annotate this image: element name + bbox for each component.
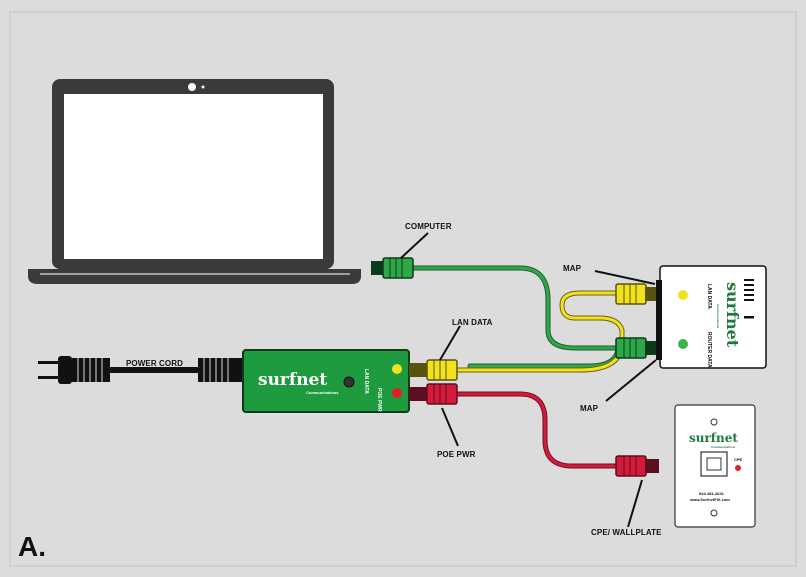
splitter-brand: surfnet [723,282,742,348]
splitter-box [656,265,767,369]
label-cpe-wallplate: CPE/ WALLPLATE [591,528,662,537]
splitter-led-green [678,339,688,349]
leader-map-bottom [605,359,657,402]
panel-letter: A. [18,531,46,562]
label-poe-pwr: POE PWR [437,450,476,459]
splitter-sub: Communications [716,304,720,329]
wallplate [674,404,756,528]
injector-sub: Communications [306,390,339,395]
connector-injector-lan [409,359,458,381]
leader-lines [400,232,657,528]
label-power-cord: POWER CORD [126,359,183,368]
red-cable [456,392,620,468]
label-computer: COMPUTER [405,222,452,231]
splitter-jack-strip [656,280,662,360]
plug-prong-bottom [38,376,60,379]
laptop-screen [64,94,323,259]
connector-computer [371,257,414,279]
yellow-cable [453,291,624,372]
leader-map-top [594,270,656,285]
injector-led-yellow [392,364,402,374]
wallplate-jack [700,451,728,477]
wallplate-port: CPE [734,457,743,462]
plug-ridge-lines [77,358,103,382]
plug-prong-top [38,361,60,364]
injector-brand: surfnet [258,370,328,390]
laptop-camera-light [201,85,205,89]
splitter-port-bottom: ROUTER DATA [706,332,712,368]
laptop-base [28,269,361,284]
poe-injector [242,349,410,413]
wallplate-sub: Communications [711,445,736,449]
splitter-led-yellow [678,290,688,300]
laptop-camera [188,83,196,91]
injector-port-bottom: POE PWR [376,388,382,412]
laptop [28,79,361,284]
wallplate-screw-top [710,418,718,426]
green-cable [410,266,620,350]
connector-splitter-router [615,337,665,359]
plug-head [58,356,72,384]
wallplate-brand: surfnet [689,431,738,445]
leader-cpe [627,479,643,528]
leader-poe-pwr [441,407,459,447]
wallplate-jack-inner [706,457,722,471]
leader-lan-data [439,325,461,361]
wallplate-phone: 844-481-2641 [699,491,724,496]
injector-body [242,349,410,413]
injector-led-red [392,388,402,398]
injector-cord-strain-relief [198,358,244,382]
connector-injector-poe [409,383,458,405]
injector-button [343,376,355,388]
label-map-bottom: MAP [580,404,599,413]
splitter-vent [744,279,754,301]
leader-computer [400,232,429,259]
wallplate-led-red [735,465,741,471]
power-plug [38,356,110,384]
label-lan-data: LAN DATA [452,318,493,327]
wallplate-screw-bottom [710,509,718,517]
splitter-port-top: LAN DATA [706,284,712,309]
label-map-top: MAP [563,264,582,273]
connector-wallplate [615,455,659,477]
wallplate-web: www.SurfnetFIX.com [690,497,730,502]
injector-port-top: LAN DATA [363,369,369,394]
splitter-slot [744,316,754,319]
